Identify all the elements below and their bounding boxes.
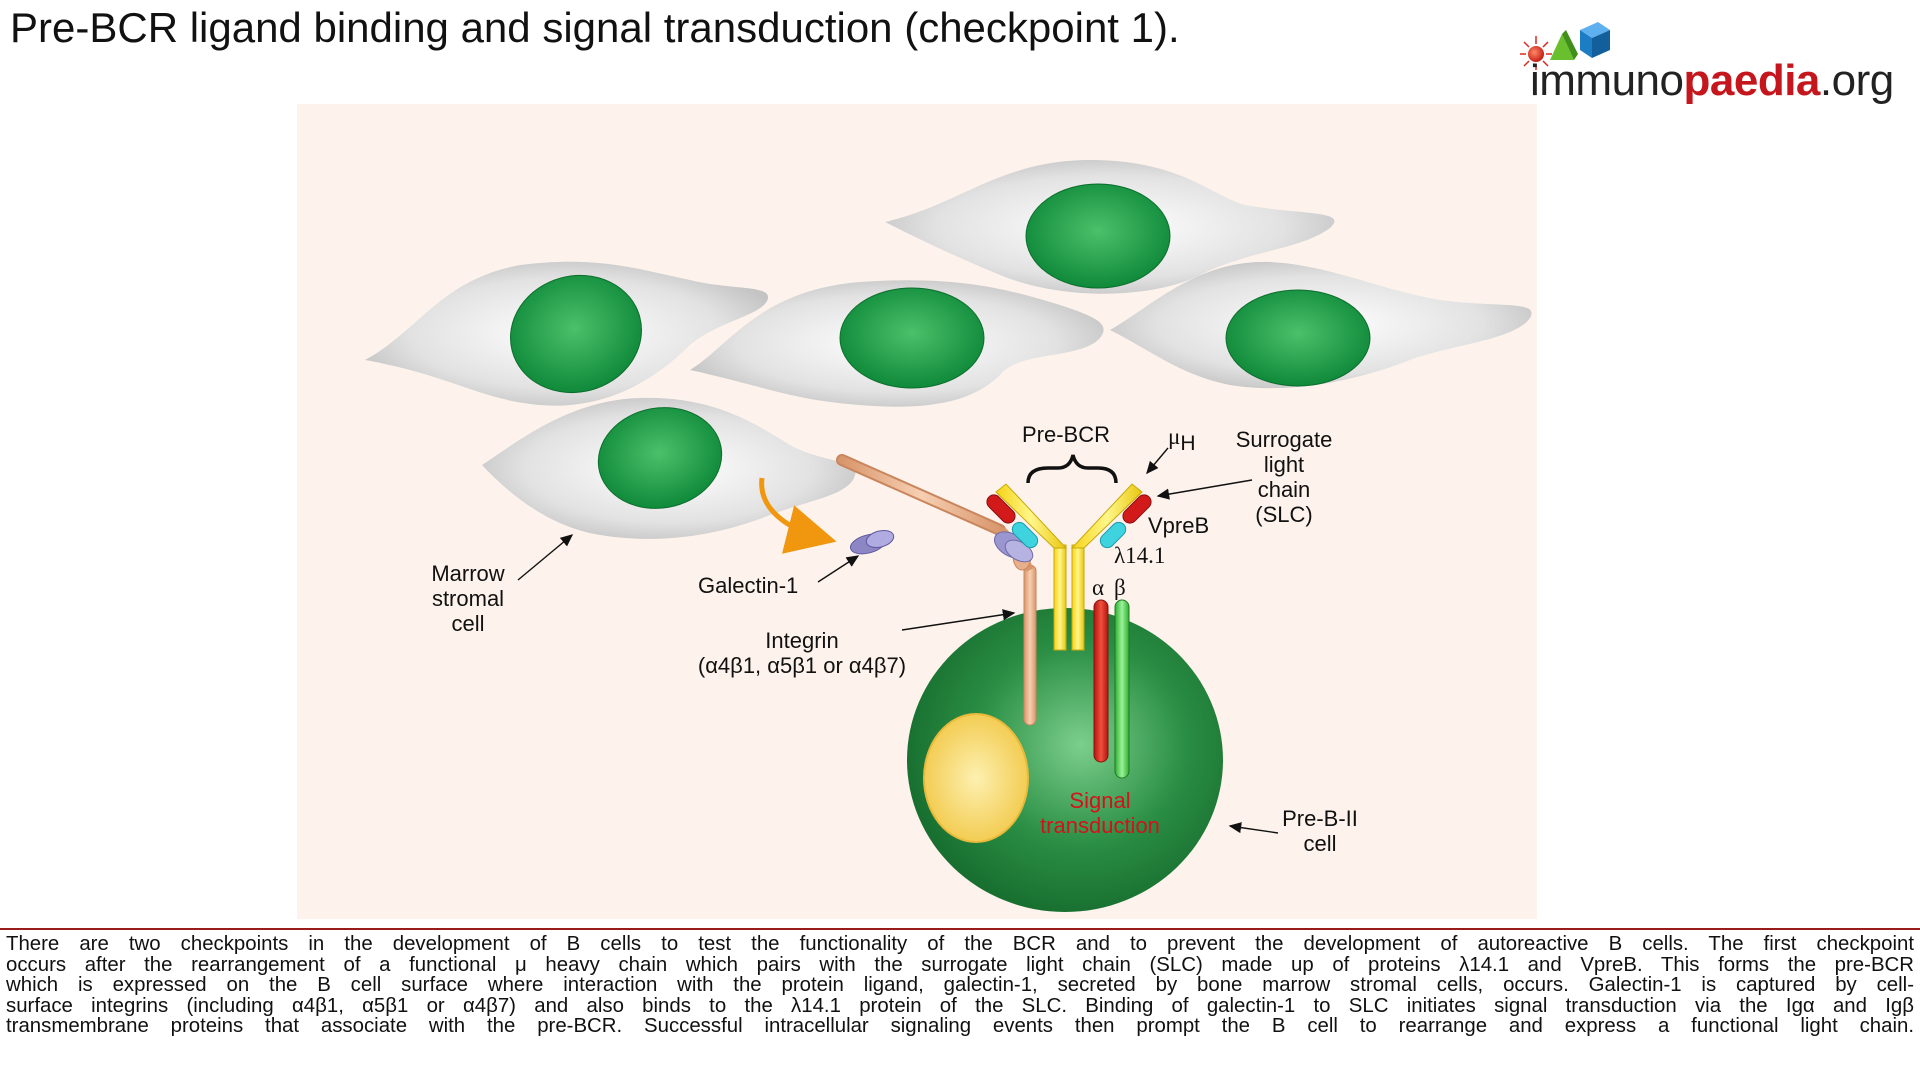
- integrin-pointer: [901, 609, 1016, 631]
- ig-alpha: [1093, 599, 1109, 763]
- label-vpreb: VpreB: [1148, 513, 1209, 538]
- label-marrow-3: cell: [451, 611, 484, 636]
- slc-pointer: [1156, 479, 1253, 500]
- stromal-cell-top: [885, 160, 1335, 294]
- ig-beta: [1114, 599, 1130, 779]
- label-surrogate-4: (SLC): [1255, 502, 1312, 527]
- stromal-cell-left: [365, 261, 769, 406]
- pre-b-pointer: [1228, 822, 1279, 834]
- label-marrow-1: Marrow: [431, 561, 504, 586]
- secretion-arrow: [759, 477, 837, 554]
- stromal-cell-right: [1110, 261, 1532, 389]
- immunopaedia-logo[interactable]: immunopaedia.org: [1520, 10, 1910, 110]
- pre-b-ii-cell: [907, 608, 1223, 912]
- caption-line: occurs after the rearrangement of a func…: [6, 953, 1914, 976]
- logo-text: immunopaedia.org: [1530, 56, 1894, 106]
- pre-bcr-brace: [1026, 454, 1118, 484]
- label-pre-b-ii-1: Pre-B-II: [1282, 806, 1358, 831]
- stromal-cell-lower: [482, 397, 856, 539]
- label-lambda-14-1: λ14.1: [1114, 543, 1165, 568]
- marrow-pointer: [517, 534, 574, 581]
- label-integrin-1: Integrin: [765, 628, 838, 653]
- galectin-1-free: [849, 529, 895, 555]
- mu-h-pointer: [1146, 447, 1169, 475]
- label-mu-h: μH: [1168, 424, 1196, 455]
- galectin-pointer: [817, 555, 860, 583]
- label-signal-1: Signal: [1069, 788, 1130, 813]
- pre-bcr-diagram: Pre-BCR μH Surrogate light chain (SLC) V…: [365, 160, 1532, 912]
- caption-text: There are two checkpoints in the develop…: [6, 934, 1914, 1037]
- label-signal-2: transduction: [1040, 813, 1160, 838]
- logo-prefix: immuno: [1530, 56, 1684, 105]
- label-marrow-2: stromal: [432, 586, 504, 611]
- lambda-14-1: [1011, 521, 1127, 549]
- label-mu: μ: [1168, 424, 1180, 449]
- label-pre-b-ii-2: cell: [1303, 831, 1336, 856]
- caption-line: transmembrane proteins that associate wi…: [6, 1015, 1914, 1037]
- integrin: [836, 454, 1037, 726]
- label-pre-bcr: Pre-BCR: [1022, 422, 1110, 447]
- stromal-cell-middle: [690, 280, 1104, 407]
- label-surrogate-1: Surrogate: [1236, 427, 1333, 452]
- label-integrin-2: (α4β1, α5β1 or α4β7): [698, 653, 906, 678]
- logo-highlight: paedia: [1683, 56, 1821, 105]
- caption-divider: [0, 928, 1920, 930]
- label-galectin-1: Galectin-1: [698, 573, 798, 598]
- label-beta: β: [1114, 575, 1126, 600]
- logo-suffix: .org: [1819, 56, 1894, 105]
- label-mu-sub: H: [1180, 432, 1195, 455]
- logo-icon: [1520, 22, 1610, 70]
- label-alpha: α: [1092, 575, 1104, 600]
- label-surrogate-2: light: [1264, 452, 1304, 477]
- caption-line: which is expressed on the B cell surface…: [6, 974, 1914, 996]
- caption-line: There are two checkpoints in the develop…: [6, 933, 1914, 955]
- page-title: Pre-BCR ligand binding and signal transd…: [10, 4, 1180, 51]
- mu-heavy-chains: [995, 483, 1143, 651]
- caption-line: surface integrins (including α4β1, α5β1 …: [6, 994, 1914, 1017]
- vpreb: [986, 494, 1152, 524]
- label-surrogate-3: chain: [1258, 477, 1311, 502]
